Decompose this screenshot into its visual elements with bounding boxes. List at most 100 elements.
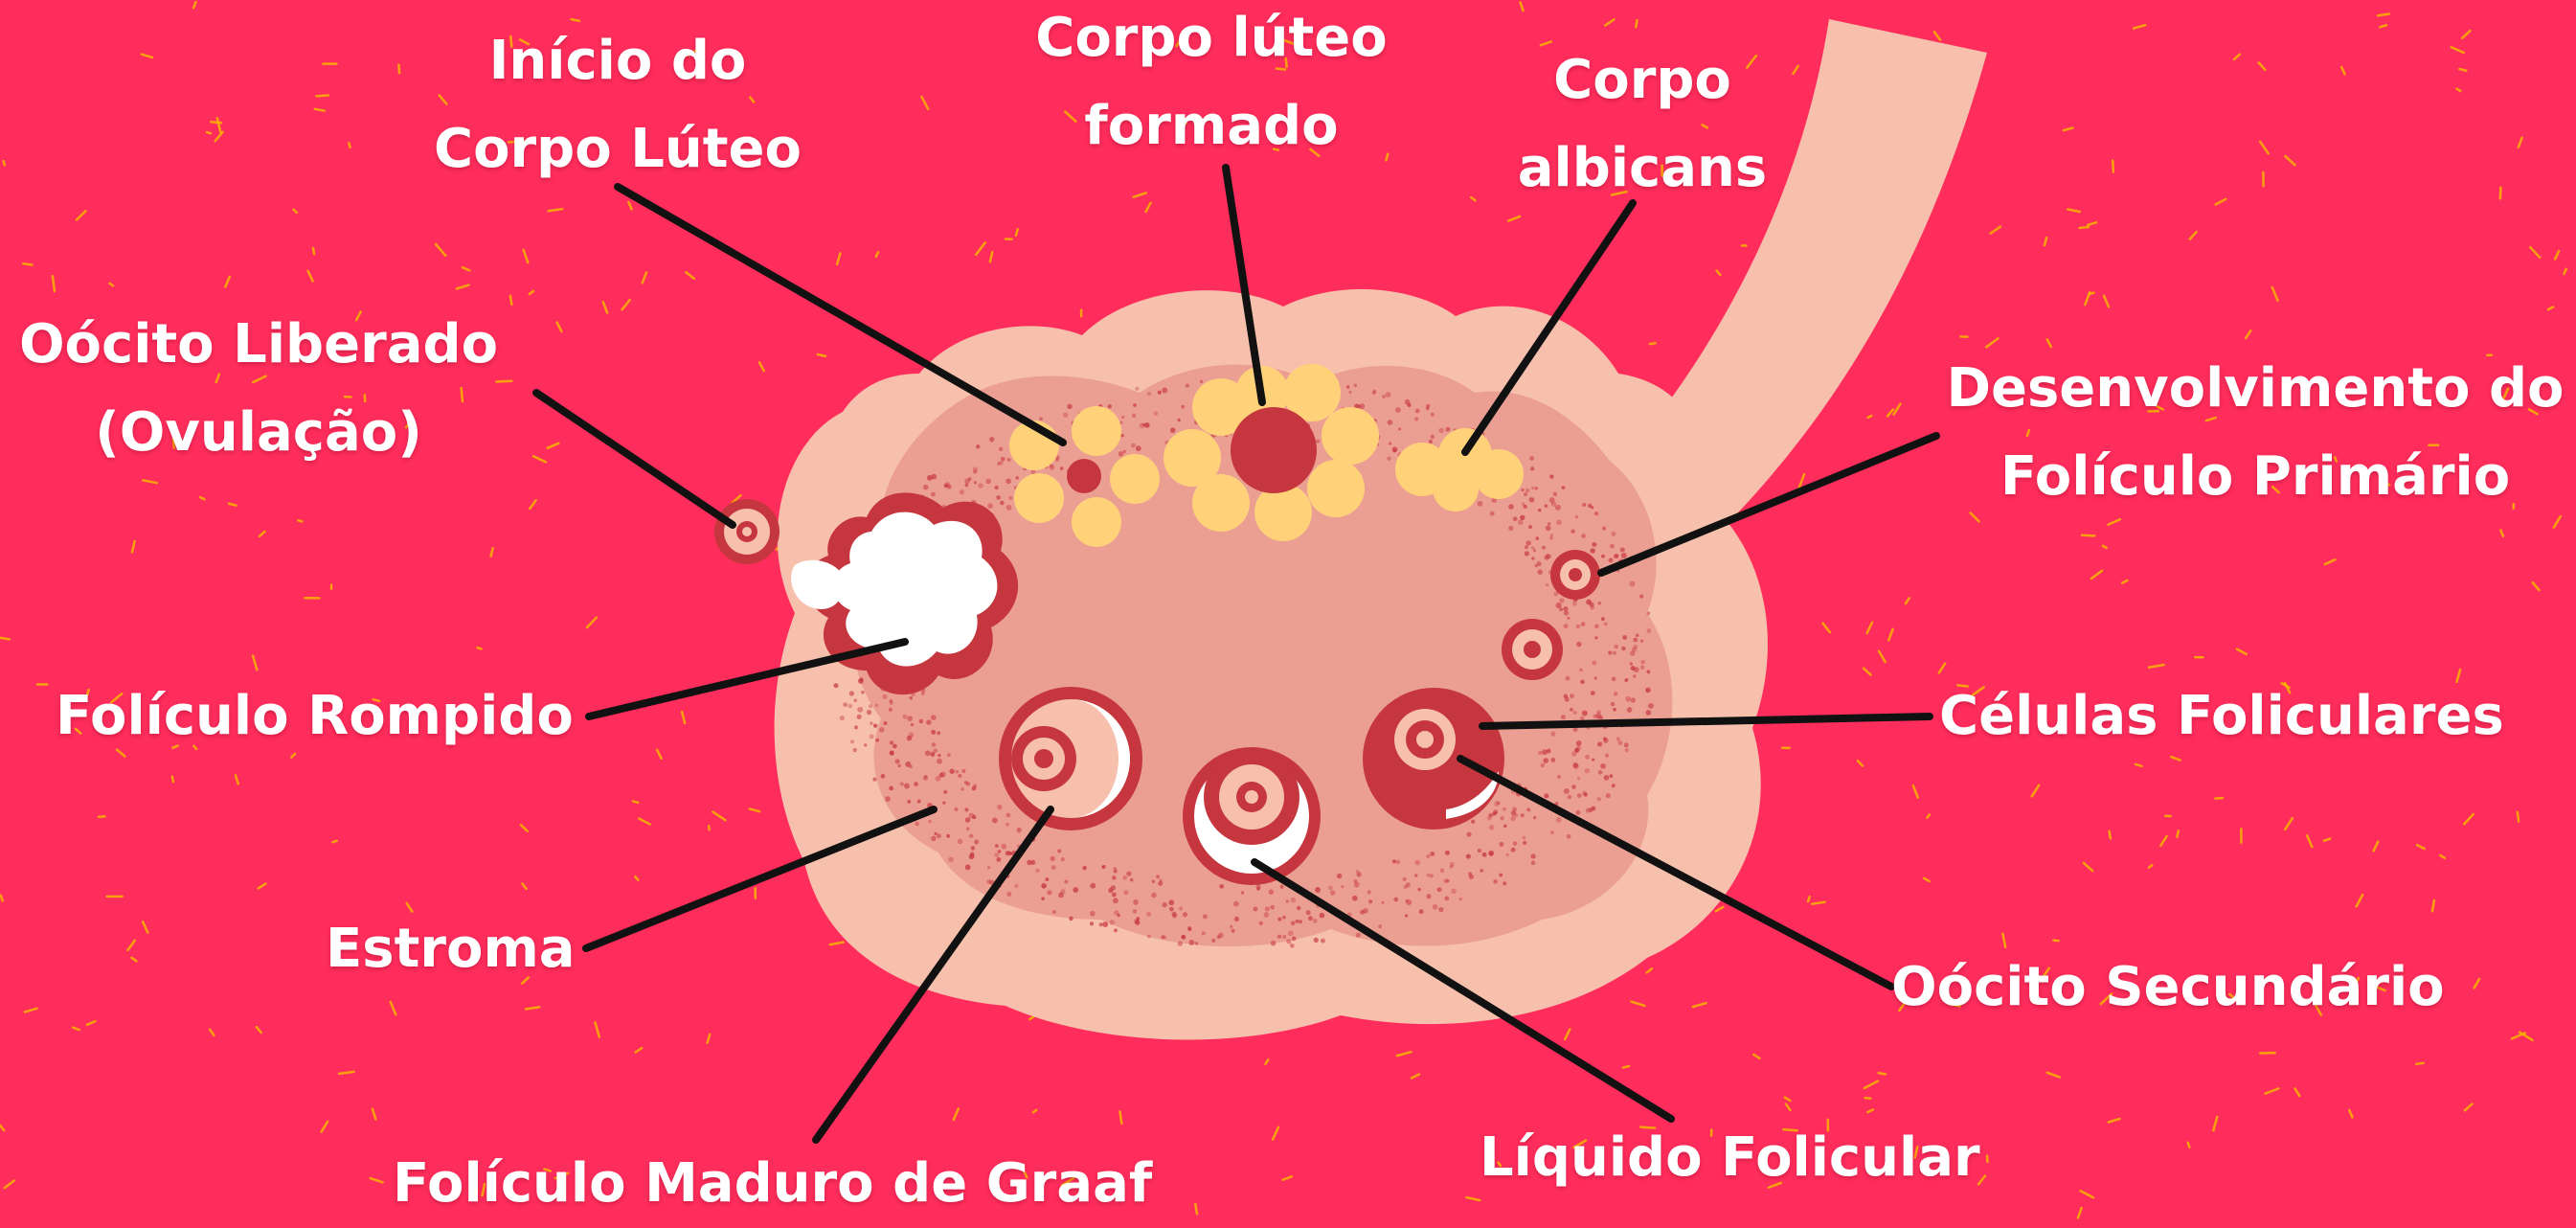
stipple-dot bbox=[1414, 874, 1418, 877]
speckle bbox=[132, 541, 135, 552]
speckle bbox=[259, 884, 266, 889]
label-foliculo-maduro-graaf: Folículo Maduro de Graaf bbox=[393, 1140, 1152, 1228]
stipple-dot bbox=[1529, 456, 1534, 461]
speckle bbox=[2135, 764, 2141, 766]
stipple-dot bbox=[1548, 522, 1551, 526]
speckle bbox=[313, 248, 314, 254]
stipple-dot bbox=[1556, 817, 1562, 823]
stipple-dot bbox=[1130, 878, 1134, 882]
speckle bbox=[2378, 13, 2389, 15]
speckle bbox=[2357, 895, 2363, 906]
stipple-dot bbox=[1572, 762, 1578, 768]
stipple-dot bbox=[919, 719, 924, 724]
stipple-dot bbox=[885, 796, 891, 802]
speckle bbox=[2110, 831, 2111, 839]
stipple-dot bbox=[1058, 893, 1064, 898]
stipple-dot bbox=[1291, 921, 1296, 925]
stipple-dot bbox=[1144, 422, 1150, 428]
stipple-dot bbox=[1396, 860, 1401, 865]
stipple-dot bbox=[1241, 891, 1244, 894]
stipple-dot bbox=[1368, 899, 1372, 903]
stipple-dot bbox=[1045, 877, 1049, 881]
stipple-dot bbox=[1429, 440, 1433, 443]
stipple-dot bbox=[1016, 476, 1019, 479]
stipple-dot bbox=[1200, 380, 1203, 383]
stipple-dot bbox=[1360, 910, 1365, 915]
stipple-dot bbox=[969, 853, 975, 859]
speckle bbox=[548, 443, 558, 448]
stipple-dot bbox=[931, 836, 936, 841]
stipple-dot bbox=[1543, 758, 1548, 763]
stipple-dot bbox=[833, 683, 838, 688]
stipple-dot bbox=[965, 484, 969, 488]
label-celulas-foliculares: Células Foliculares bbox=[1939, 672, 2504, 761]
stipple-dot bbox=[1277, 934, 1281, 938]
stipple-dot bbox=[907, 800, 911, 804]
speckle bbox=[2452, 47, 2464, 53]
speckle bbox=[2500, 531, 2502, 536]
speckle bbox=[2149, 665, 2163, 668]
speckle bbox=[491, 548, 493, 556]
stipple-dot bbox=[1647, 628, 1652, 633]
stipple-dot bbox=[1633, 674, 1637, 678]
stipple-dot bbox=[1627, 707, 1633, 713]
stipple-dot bbox=[872, 778, 876, 782]
speckle bbox=[2215, 798, 2223, 799]
stipple-dot bbox=[1612, 677, 1616, 682]
speckle bbox=[2564, 269, 2565, 274]
stipple-dot bbox=[938, 754, 940, 757]
speckle bbox=[2085, 292, 2090, 305]
stipple-dot bbox=[1546, 583, 1548, 586]
speckle bbox=[2341, 67, 2344, 74]
stipple-dot bbox=[1589, 603, 1593, 607]
speckle bbox=[2519, 138, 2522, 148]
stipple-dot bbox=[1395, 407, 1401, 413]
speckle bbox=[73, 1028, 79, 1030]
stipple-dot bbox=[1291, 898, 1297, 903]
speckle bbox=[2417, 845, 2425, 849]
stipple-dot bbox=[1600, 763, 1606, 769]
stipple-dot bbox=[1523, 841, 1526, 845]
stipple-dot bbox=[925, 750, 931, 756]
stipple-dot bbox=[958, 839, 963, 845]
stipple-dot bbox=[1566, 676, 1570, 681]
stipple-dot bbox=[1102, 865, 1106, 869]
stipple-dot bbox=[1299, 920, 1302, 923]
stipple-dot bbox=[1392, 446, 1398, 452]
stipple-dot bbox=[1265, 906, 1270, 911]
speckle bbox=[2104, 296, 2109, 307]
speckle bbox=[636, 1048, 643, 1052]
stipple-dot bbox=[1090, 911, 1096, 917]
stipple-dot bbox=[1612, 784, 1616, 787]
stipple-dot bbox=[1501, 816, 1504, 820]
stipple-dot bbox=[1597, 742, 1601, 746]
speckle bbox=[1991, 227, 2000, 234]
stipple-dot bbox=[1330, 890, 1335, 895]
stipple-dot bbox=[987, 866, 990, 869]
stipple-dot bbox=[1277, 918, 1281, 921]
stipple-dot bbox=[1536, 561, 1541, 566]
speckle bbox=[1893, 404, 1900, 415]
stipple-dot bbox=[1547, 749, 1551, 754]
stipple-dot bbox=[1123, 890, 1128, 895]
stipple-dot bbox=[1170, 427, 1175, 432]
stipple-dot bbox=[1230, 925, 1232, 928]
stipple-dot bbox=[1503, 807, 1506, 811]
speckle bbox=[193, 2, 195, 8]
stipple-dot bbox=[1010, 852, 1014, 855]
stipple-dot bbox=[1102, 921, 1108, 927]
stipple-dot bbox=[917, 800, 921, 804]
stipple-dot bbox=[1445, 851, 1450, 855]
stipple-dot bbox=[1493, 879, 1498, 884]
speckle bbox=[257, 1027, 261, 1033]
speckle bbox=[2518, 812, 2519, 822]
speckle bbox=[2474, 979, 2479, 988]
speckle bbox=[2177, 830, 2178, 836]
stipple-dot bbox=[1014, 884, 1018, 888]
stipple-dot bbox=[1624, 742, 1629, 747]
speckle bbox=[526, 1007, 539, 1009]
stipple-dot bbox=[1426, 894, 1431, 898]
stipple-dot bbox=[1565, 697, 1570, 702]
secondary-follicle-shape bbox=[1363, 688, 1504, 830]
stipple-dot bbox=[1378, 924, 1382, 928]
